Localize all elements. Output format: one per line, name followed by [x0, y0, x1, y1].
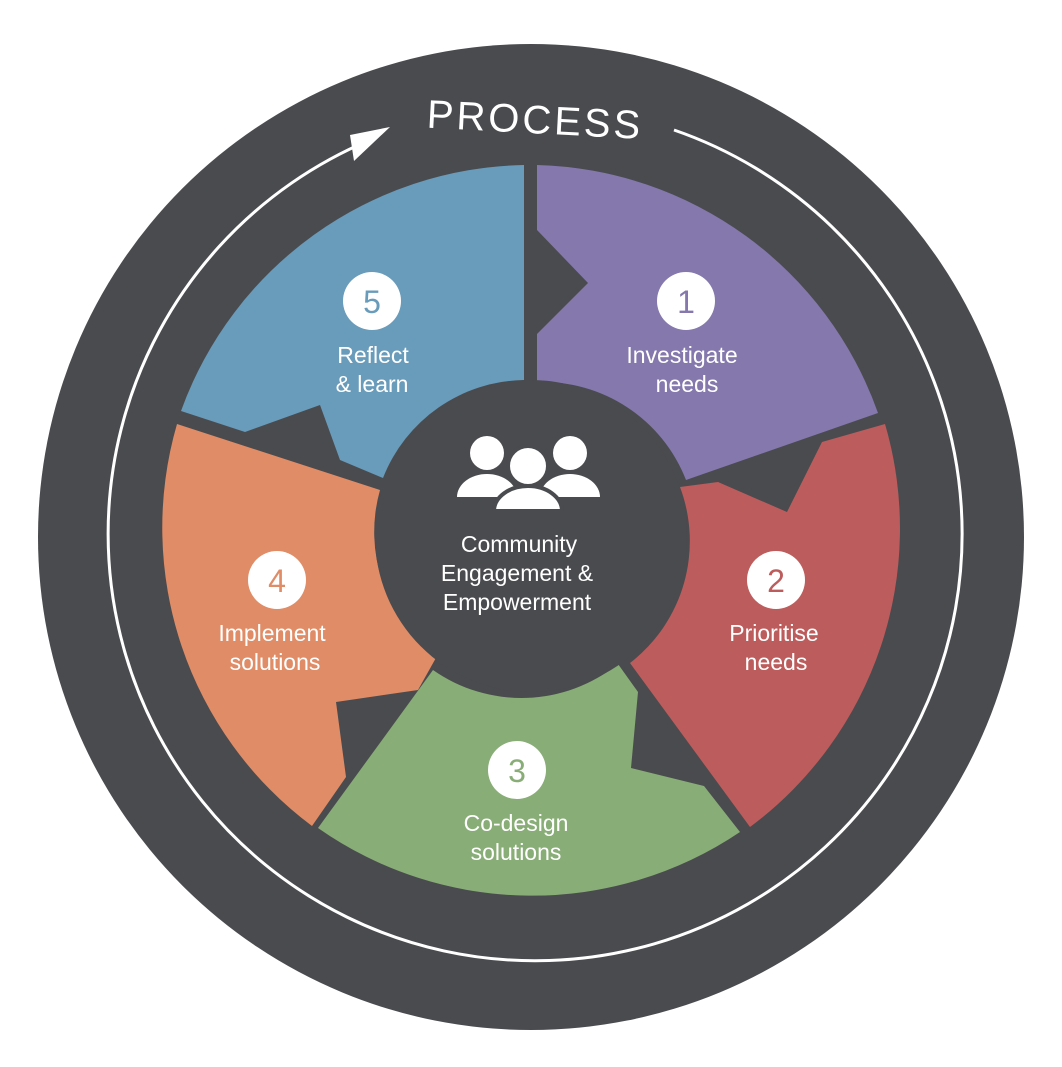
step-3-number: 3 [508, 753, 526, 789]
step-2-number: 2 [767, 563, 785, 599]
step-1-number: 1 [677, 284, 695, 320]
segment-prioritise-needs [630, 424, 900, 827]
step-5-number: 5 [363, 284, 381, 320]
step-5-label-line-1: Reflect [337, 342, 409, 368]
step-5-badge [343, 272, 401, 330]
step-4-badge [248, 551, 306, 609]
step-5-label-line-2: & learn [336, 371, 409, 397]
step-1-badge [657, 272, 715, 330]
step-2-label-line-1: Prioritise [729, 620, 818, 646]
center-label-line-3: Empowerment [443, 589, 592, 615]
people-group-icon [457, 436, 600, 513]
cycle-arrow-head [350, 127, 390, 161]
step-4-number: 4 [268, 563, 286, 599]
step-1-label-line-2: needs [656, 371, 719, 397]
cycle-arrow-ring [106, 128, 964, 963]
center-label-line-1: Community [461, 531, 578, 557]
step-3-label-line-1: Co-design [464, 810, 569, 836]
step-3-label-line-2: solutions [471, 839, 562, 865]
step-4-label-line-2: solutions [230, 649, 321, 675]
center-hub [375, 380, 687, 692]
step-1-label-line-1: Investigate [626, 342, 737, 368]
step-3-badge [488, 741, 546, 799]
center-label-line-2: Engagement & [441, 560, 593, 586]
step-4-label-line-1: Implement [218, 620, 326, 646]
segment-implement-solutions [162, 424, 438, 826]
segment-investigate-needs [537, 165, 878, 480]
step-2-badge [747, 551, 805, 609]
step-2-label-line-2: needs [745, 649, 808, 675]
